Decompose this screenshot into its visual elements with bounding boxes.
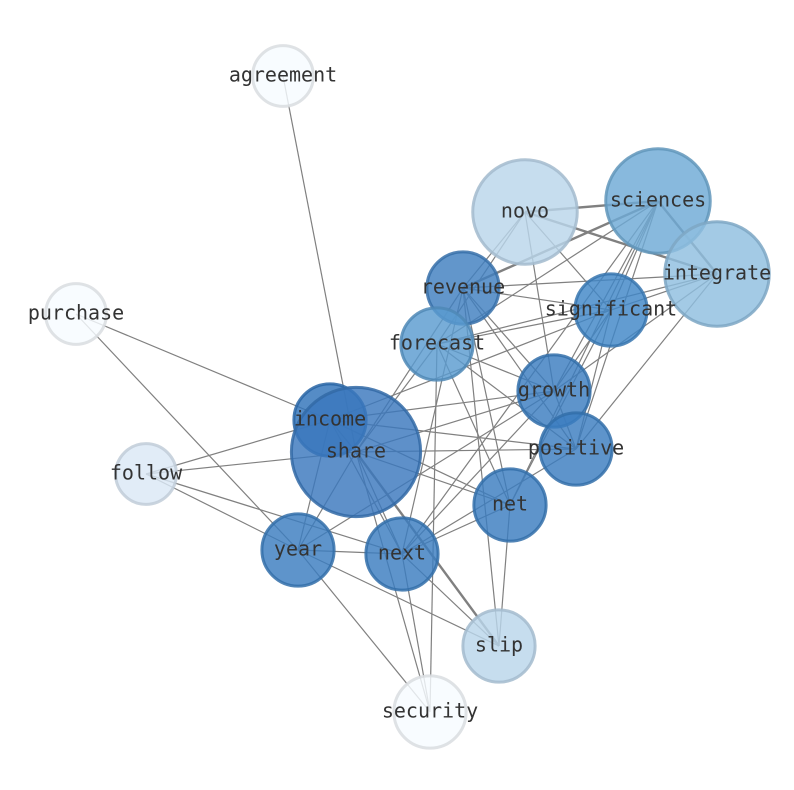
node-label-revenue: revenue [421,275,505,299]
node-label-positive: positive [528,436,624,460]
node-label-forecast: forecast [389,331,485,355]
node-label-income: income [294,407,366,431]
node-slip[interactable] [461,608,537,684]
node-novo[interactable] [471,158,579,266]
node-label-slip: slip [475,633,523,657]
node-forecast[interactable] [399,306,475,382]
edge-purchase-income [75,313,331,421]
node-label-year: year [274,537,322,561]
node-label-growth: growth [518,378,590,402]
node-label-security: security [382,699,478,723]
node-label-novo: novo [501,199,549,223]
node-label-share: share [326,439,386,463]
node-year[interactable] [260,512,336,588]
node-label-next: next [378,541,426,565]
edge-purchase-year [75,313,299,551]
node-label-agreement: agreement [229,63,337,87]
edge-growth-year [297,390,555,551]
node-next[interactable] [364,516,440,592]
labels-layer: agreement novo sciences integrate revenue sig… [28,63,771,723]
node-label-purchase: purchase [28,301,124,325]
edge-sciences-net [509,200,659,506]
node-positive[interactable] [538,411,614,487]
node-follow[interactable] [114,442,178,506]
node-purchase[interactable] [44,282,108,346]
node-significant[interactable] [573,272,649,348]
node-label-integrate: integrate [663,261,771,285]
node-sciences[interactable] [604,147,712,255]
node-label-follow: follow [110,461,183,485]
node-share[interactable] [289,385,423,519]
node-net[interactable] [472,467,548,543]
node-label-significant: significant [545,297,677,321]
nodes-layer [44,44,771,750]
edge-forecast-security [429,343,438,713]
node-agreement[interactable] [251,44,315,108]
node-label-sciences: sciences [610,188,706,212]
node-integrate[interactable] [663,220,771,328]
edge-follow-next [145,473,403,555]
node-label-net: net [492,492,528,516]
node-security[interactable] [392,674,468,750]
